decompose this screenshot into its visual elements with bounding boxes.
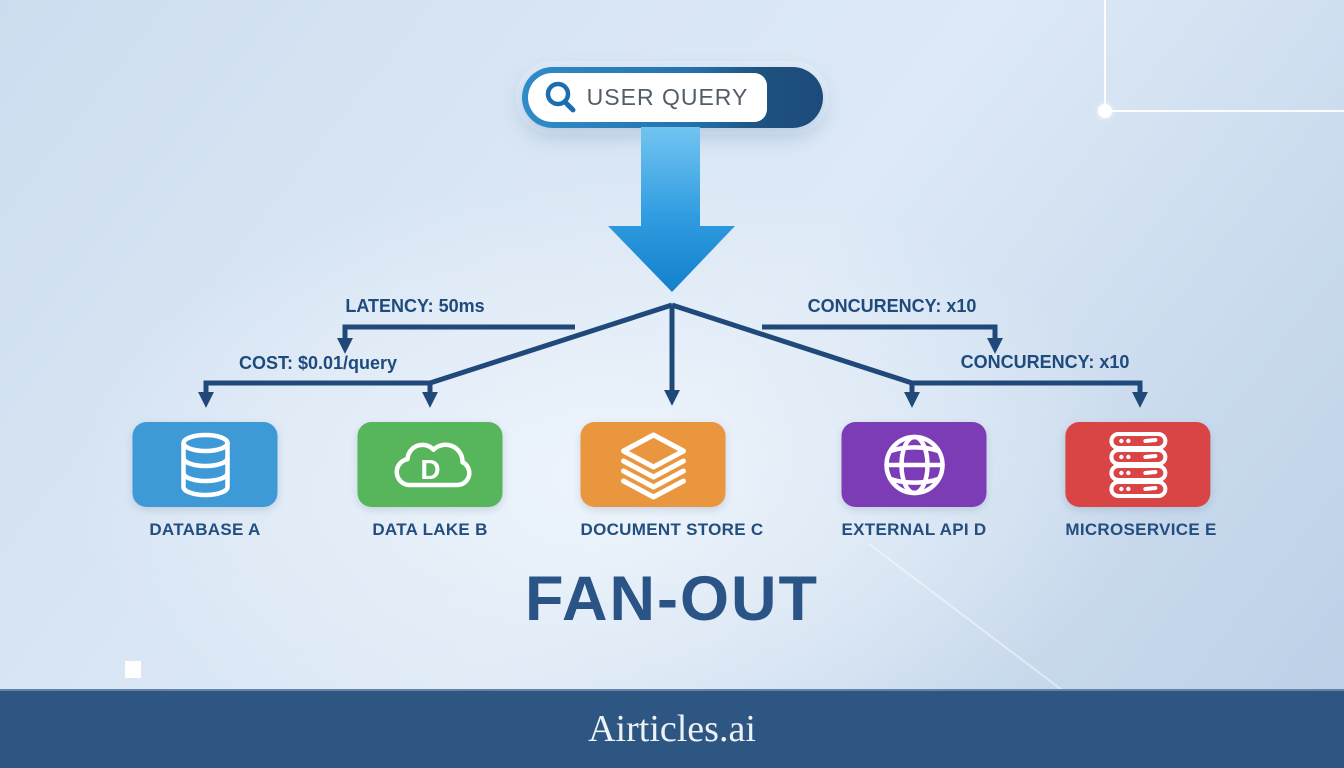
node-microservice-e[interactable]: MICROSERVICE E <box>1065 422 1216 540</box>
document-store-c-label: DOCUMENT STORE C <box>580 520 764 539</box>
node-document-store-c[interactable]: DOCUMENT STORE C <box>580 422 764 540</box>
brand-name: Airticles.ai <box>588 707 756 750</box>
data-lake-b-label: DATA LAKE B <box>372 520 488 539</box>
page-title: FAN-OUT <box>525 564 819 634</box>
node-external-api-d[interactable]: EXTERNAL API D <box>841 422 987 540</box>
document-store-c-box[interactable] <box>580 422 726 507</box>
layers-icon <box>620 432 686 499</box>
concurrency-label-top: CONCURENCY: x10 <box>807 296 977 316</box>
corner-line-horizontal <box>1104 110 1344 112</box>
decor-square <box>125 661 141 678</box>
microservice-e-box[interactable] <box>1065 422 1211 507</box>
svg-text:D: D <box>420 454 440 485</box>
globe-icon <box>883 434 945 495</box>
query-input-field[interactable]: USER QUERY <box>528 73 767 122</box>
external-api-d-label: EXTERNAL API D <box>841 520 987 539</box>
user-query-pill[interactable]: USER QUERY <box>522 67 823 128</box>
microservice-e-label: MICROSERVICE E <box>1065 520 1217 539</box>
query-flow-arrow <box>608 127 735 292</box>
concurrency-label-right: CONCURENCY: x10 <box>960 352 1130 372</box>
database-icon <box>180 432 230 497</box>
cloud-icon: D <box>394 441 471 487</box>
footer-bar: Airticles.ai <box>0 689 1344 768</box>
external-api-d-box[interactable] <box>841 422 987 507</box>
database-a-box[interactable] <box>132 422 278 507</box>
latency-label: LATENCY: 50ms <box>345 296 485 316</box>
server-stack-icon <box>1108 431 1167 498</box>
data-lake-b-box[interactable]: D <box>357 422 503 507</box>
corner-dot <box>1098 104 1112 118</box>
cost-label: COST: $0.01/query <box>238 353 398 373</box>
corner-line-vertical <box>1104 0 1106 111</box>
query-text: USER QUERY <box>586 84 749 110</box>
node-data-lake-b[interactable]: D DATA LAKE B <box>357 422 503 540</box>
search-icon <box>545 81 576 112</box>
node-database-a[interactable]: DATABASE A <box>132 422 278 540</box>
database-a-label: DATABASE A <box>149 520 261 539</box>
